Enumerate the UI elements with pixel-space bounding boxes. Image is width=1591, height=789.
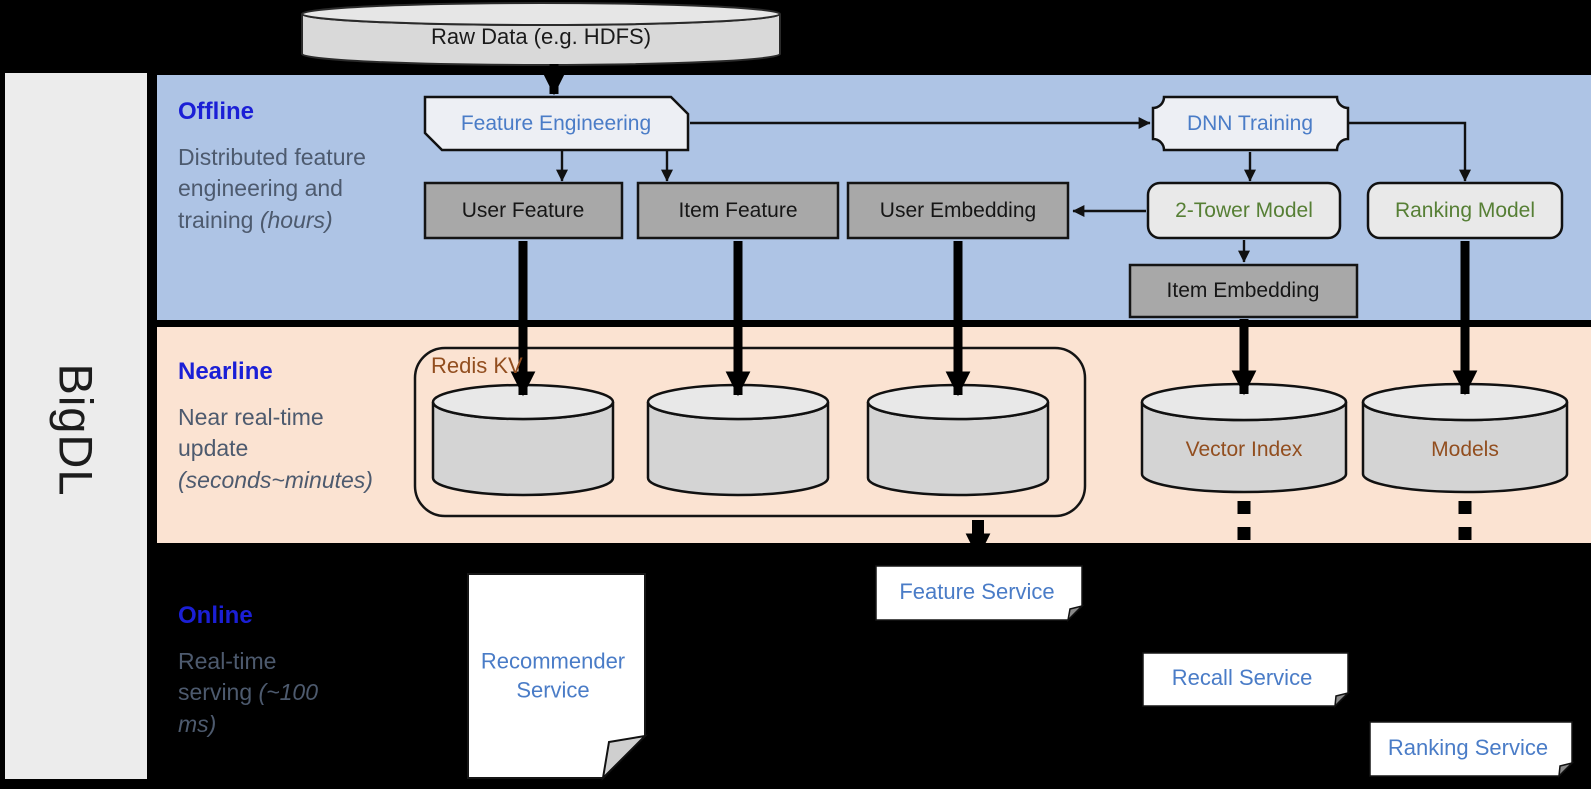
offline-subtitle: Distributed feature engineering and trai… — [178, 142, 393, 236]
offline-subtitle-text: Distributed feature engineering and trai… — [178, 144, 366, 233]
ranking-model-label: Ranking Model — [1394, 199, 1536, 222]
nearline-subtitle-text: Near real-time update — [178, 404, 324, 462]
item-embedding-label: Item Embedding — [1166, 279, 1320, 302]
online-subtitle-note: (~100 ms) — [178, 679, 319, 737]
vector-index-label: Vector Index — [1185, 438, 1303, 461]
feature-engineering-label: Feature Engineering — [460, 112, 652, 135]
raw-data-label: Raw Data (e.g. HDFS) — [430, 24, 652, 49]
user-feature-label: User Feature — [461, 199, 585, 222]
offline-subtitle-note: (hours) — [259, 206, 333, 233]
recall-service-label: Recall Service — [1171, 665, 1313, 690]
feature-service-label: Feature Service — [899, 579, 1055, 604]
redis-kv-label: Redis KV — [431, 353, 523, 378]
user-embedding-label: User Embedding — [879, 199, 1037, 222]
online-subtitle: Real-time serving (~100 ms) — [178, 646, 338, 740]
recommender-service-label: Recommender Service — [480, 648, 626, 702]
dnn-training-label: DNN Training — [1186, 112, 1314, 135]
folded-corner-icon — [1334, 691, 1351, 709]
online-title: Online — [178, 602, 253, 629]
offline-title: Offline — [178, 98, 254, 125]
online-subtitle-text: Real-time serving — [178, 648, 277, 706]
nearline-subtitle-note: (seconds~minutes) — [178, 466, 373, 493]
bigdl-sidebar — [5, 73, 147, 779]
nearline-title: Nearline — [178, 358, 273, 385]
item-feature-label: Item Feature — [678, 199, 798, 222]
bigdl-brand-label: BigDL — [49, 363, 103, 497]
nearline-subtitle: Near real-time update (seconds~minutes) — [178, 402, 383, 496]
folded-corner-icon — [1558, 761, 1575, 779]
folded-corner-icon — [1066, 604, 1085, 623]
folded-corner-icon — [601, 734, 648, 781]
models-label: Models — [1431, 438, 1499, 461]
two-tower-model-label: 2-Tower Model — [1175, 199, 1313, 222]
ranking-service-label: Ranking Service — [1387, 735, 1549, 760]
